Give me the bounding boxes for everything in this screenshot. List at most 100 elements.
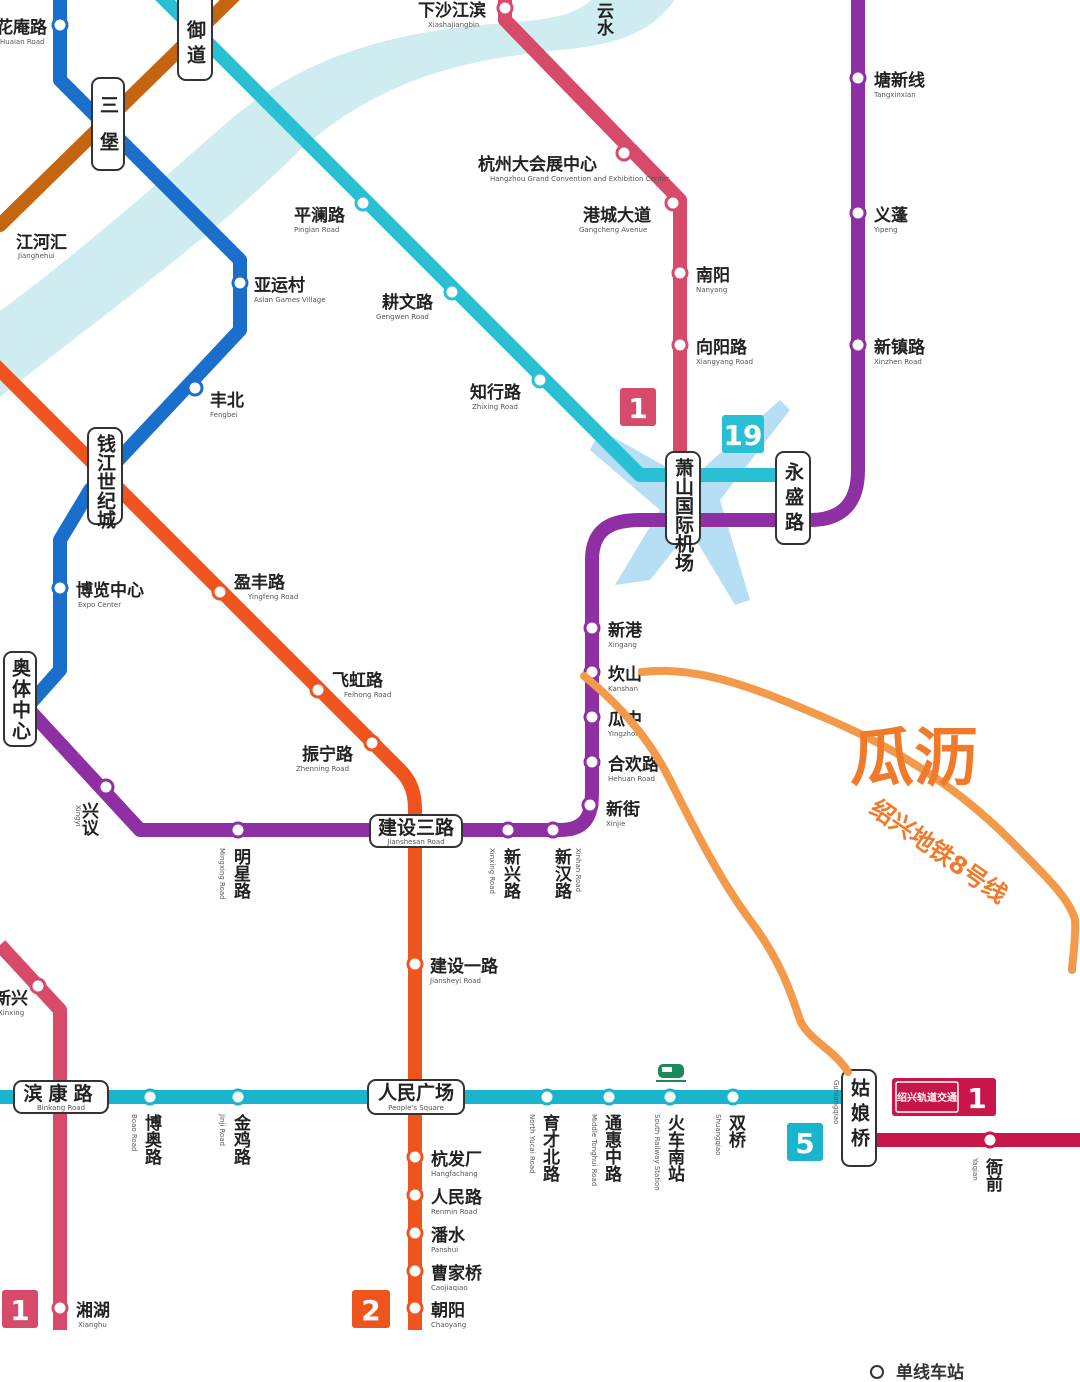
badge-line19[interactable]: 19 [722,415,764,453]
station-xinxinglu[interactable] [499,821,517,839]
label-caojiaqiao: 曹家桥 [431,1263,483,1284]
label-renminlu-en: Renmin Road [431,1208,477,1216]
label-mingxinglu: 明星路 [230,848,251,900]
label-huaanlu-en: Huaian Road [0,38,44,46]
station-xiashajiangbin[interactable] [496,0,514,17]
transfer-aotizhongxin[interactable]: 奥体中心 [3,651,37,747]
station-pinglanlu[interactable] [354,194,372,212]
transfer-airport-label: 萧山国际机场 [672,458,694,572]
label-xinhanlu: 新汉路 [551,847,572,900]
station-tonghuizhonglu[interactable] [600,1088,618,1106]
station-shuangqiao[interactable] [724,1088,742,1106]
label-shuangqiao: 双桥 [725,1114,746,1149]
station-hangfachang[interactable] [406,1148,424,1166]
badge-line5[interactable]: 5 [787,1123,823,1161]
label-fengbei: 丰北 [210,390,244,411]
badge-line1-top[interactable]: 1 [620,388,656,426]
label-yayuncun: 亚运村 [254,275,305,296]
station-jiansheyilu[interactable] [406,955,424,973]
station-xingyi[interactable] [97,778,115,796]
station-mingxinglu[interactable] [229,821,247,839]
transfer-jiansheshanlu[interactable]: 建设三路 Jianshesan Road [369,814,463,848]
label-huochenanzhan: 火车南站 [664,1114,685,1183]
station-huochenanzhan[interactable] [661,1088,679,1106]
station-yingzhong[interactable] [583,708,601,726]
station-xinxing-l1[interactable] [29,977,47,995]
label-hangfachang: 杭发厂 [431,1149,482,1170]
label-gengwenlu-en: Gengwen Road [376,313,429,321]
station-xianghu[interactable] [51,1299,69,1317]
station-xinzhenlu[interactable] [849,336,867,354]
label-xinxinglu-en: Xinxing Road [488,848,496,894]
label-kanshan-en: Kanshan [608,685,638,693]
stations [29,0,999,1317]
legend: 单线车站 [870,1362,964,1382]
station-jinjilu[interactable] [229,1088,247,1106]
transfer-yongshenglu[interactable]: 永盛路 [775,451,811,545]
station-bolanzhongxin[interactable] [51,579,69,597]
label-xingyi-en: Xingyi [74,805,82,827]
label-gengwenlu: 耕文路 [382,292,434,313]
transfer-aotizhongxin-label: 奥体中心 [9,657,31,742]
transfer-yudao[interactable]: 御道 [177,0,213,81]
station-xinhanlu[interactable] [544,821,562,839]
station-hexianlu[interactable] [583,753,601,771]
station-hz-expo[interactable] [615,144,633,162]
train-icon [656,1064,686,1082]
label-hexianlu: 合欢路 [608,754,660,775]
transfer-renminguangchang[interactable]: 人民广场 People's Square [367,1079,465,1115]
label-xinjie: 新街 [606,799,640,820]
label-hexianlu-en: Hehuan Road [608,775,655,783]
station-xinjie[interactable] [581,796,599,814]
transfer-airport[interactable]: 萧山国际机场 [665,451,701,572]
label-xinxing-l1-en: Xinxing [0,1009,24,1017]
label-tonghuizhonglu: 通惠中路 [601,1114,622,1183]
label-jinjilu: 金鸡路 [230,1113,252,1166]
station-gengwenlu[interactable] [443,283,461,301]
station-zhenninglu[interactable] [363,734,381,752]
station-huaanlu[interactable] [51,16,69,34]
station-yipeng[interactable] [849,204,867,222]
badge-shaoxing-line1-text: 1 [967,1082,986,1115]
badge-shaoxing-line1[interactable]: 绍兴轨道交通 1 [892,1078,996,1116]
station-nanyang[interactable] [671,264,689,282]
transfer-sanbao[interactable]: 三堡 [91,77,125,171]
label-xiangyanglu-en: Xiangyang Road [696,358,753,366]
label-yingzhong-en: Yingzhong [607,730,644,738]
badge-line19-text: 19 [724,419,763,452]
handdrawn-annotation: 瓜沥 绍兴地铁8号线 [580,666,1080,1076]
label-zhenninglu: 振宁路 [302,744,354,765]
line6-track [14,0,247,720]
station-zhixinglu[interactable] [531,371,549,389]
station-yucaibeilu[interactable] [538,1088,556,1106]
label-xiangyanglu: 向阳路 [696,337,748,358]
station-fengbei[interactable] [186,379,204,397]
label-gangchengdadao: 港城大道 [583,205,651,226]
label-huaanlu: 花庵路 [0,17,48,38]
station-renminlu[interactable] [406,1186,424,1204]
label-zhixinglu-en: Zhixing Road [472,403,518,411]
station-yingfenglu[interactable] [211,583,229,601]
badge-line1-bottom[interactable]: 1 [2,1290,38,1328]
station-yaqian[interactable] [981,1131,999,1149]
station-xiangyanglu[interactable] [671,336,689,354]
station-panshui[interactable] [406,1224,424,1242]
transfer-qianjiangshijicheng[interactable]: 钱江世纪城 [87,427,123,530]
station-chaoyang[interactable] [406,1299,424,1317]
station-boaolu[interactable] [141,1088,159,1106]
station-gangchengdadao[interactable] [664,194,682,212]
transfer-binkanglu[interactable]: 滨康路 Binkang Road [13,1080,109,1114]
label-xianghu: 湘湖 [76,1300,110,1321]
station-caojiaqiao[interactable] [406,1262,424,1280]
label-yipeng-en: Yipeng [873,226,898,234]
badge-line2[interactable]: 2 [352,1290,390,1328]
transfer-binkanglu-label: 滨康路 [23,1082,98,1105]
label-pinglanlu: 平澜路 [294,205,346,226]
transfer-yudao-label: 御道 [184,19,207,70]
station-feihonglu[interactable] [309,681,327,699]
transfer-guniangqiao[interactable]: 姑娘桥 [841,1069,877,1167]
station-xingang[interactable] [583,619,601,637]
station-tangxinxian[interactable] [849,69,867,87]
river [0,0,675,398]
station-yayuncun[interactable] [231,274,249,292]
